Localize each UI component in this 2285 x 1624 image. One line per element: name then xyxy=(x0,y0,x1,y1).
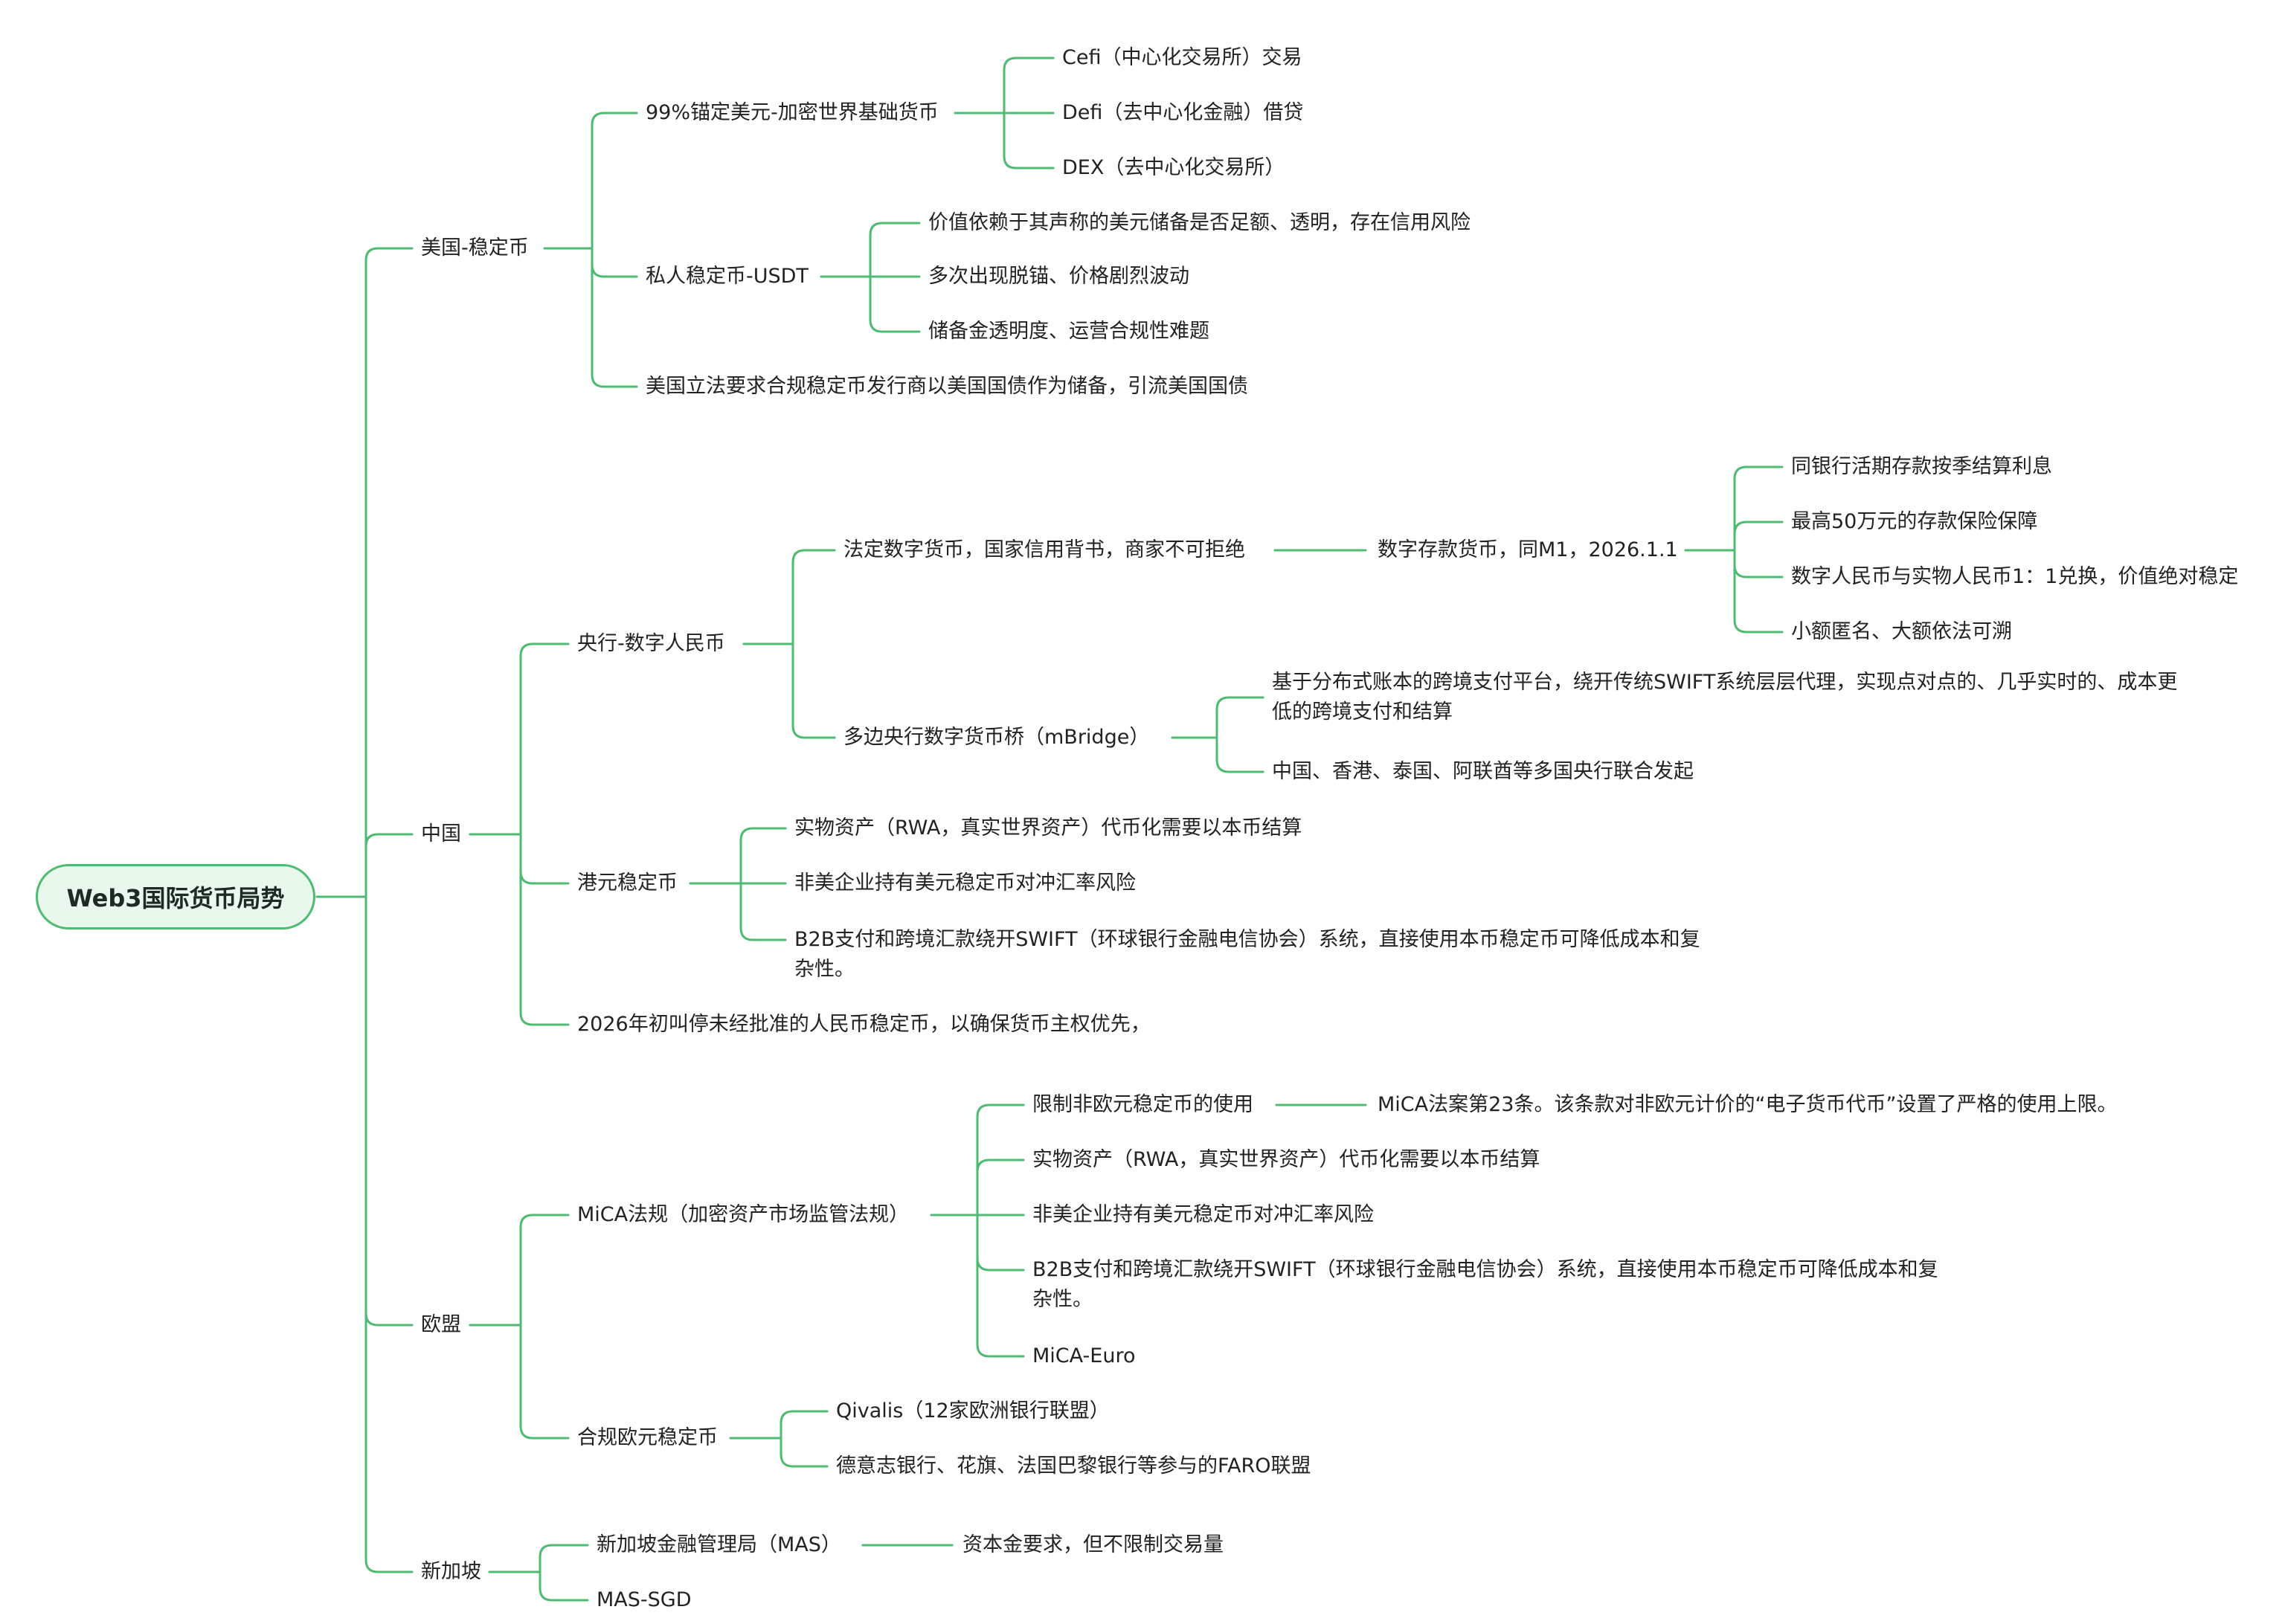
node-us-usdt-item[interactable]: 储备金透明度、运营合规性难题 xyxy=(928,320,1209,343)
connector-branch xyxy=(1733,564,1784,579)
node-us-usdt-item[interactable]: 多次出现脱锚、价格剧烈波动 xyxy=(928,265,1189,288)
node-us-usdt[interactable]: 私人稳定币-USDT xyxy=(646,265,809,288)
connector-branch xyxy=(791,549,836,564)
node-sg-sgd[interactable]: MAS-SGD xyxy=(597,1588,692,1611)
node-eu-mica[interactable]: MiCA法规（加密资产市场监管法规） xyxy=(577,1203,910,1226)
node-cn-hkd[interactable]: 港元稳定币 xyxy=(577,871,678,895)
node-cn-hkd-item[interactable]: 实物资产（RWA，真实世界资产）代币化需要以本币结算 xyxy=(794,816,1302,840)
connector-branch xyxy=(869,318,921,333)
connector-branch xyxy=(519,1425,570,1440)
node-eu[interactable]: 欧盟 xyxy=(421,1313,461,1336)
node-eu-euro[interactable]: 合规欧元稳定币 xyxy=(577,1426,718,1449)
node-sg-mas-detail[interactable]: 资本金要求，但不限制交易量 xyxy=(962,1533,1224,1556)
connector-branch xyxy=(364,1312,414,1327)
connector-branch xyxy=(791,724,836,739)
node-cn-deposit-item[interactable]: 小额匿名、大额依法可溯 xyxy=(1791,620,2012,643)
connector-branch xyxy=(976,1159,1025,1173)
connector-branch xyxy=(1733,465,1784,480)
node-us-anchor-item[interactable]: DEX（去中心化交易所） xyxy=(1062,156,1285,179)
connector-branch xyxy=(519,1214,570,1228)
connector-branch xyxy=(976,1103,1025,1118)
node-cn-mbridge-item[interactable]: 基于分布式账本的跨境支付平台，绕开传统SWIFT系统层层代理，实现点对点的、几乎… xyxy=(1272,671,2178,724)
connector-branch xyxy=(1003,155,1055,170)
connector-branch xyxy=(539,1544,589,1559)
connector-branch xyxy=(739,827,787,842)
node-cn-mbridge[interactable]: 多边央行数字货币桥（mBridge） xyxy=(843,726,1150,749)
node-cn-deposit-item[interactable]: 最高50万元的存款保险保障 xyxy=(1791,510,2038,533)
node-us-anchor-item[interactable]: Defi（去中心化金融）借贷 xyxy=(1062,101,1304,124)
node-eu-mica-item[interactable]: B2B支付和跨境汇款绕开SWIFT（环球银行金融电信协会）系统，直接使用本币稳定… xyxy=(1032,1258,1938,1311)
connector-branch xyxy=(364,1559,414,1573)
node-singapore[interactable]: 新加坡 xyxy=(421,1560,481,1583)
node-us[interactable]: 美国-稳定币 xyxy=(421,236,529,260)
node-cn-deposit-item[interactable]: 数字人民币与实物人民币1：1兑换，价值绝对稳定 xyxy=(1791,565,2239,588)
node-china[interactable]: 中国 xyxy=(421,822,461,845)
node-us-anchor-item[interactable]: Cefi（中心化交易所）交易 xyxy=(1062,46,1302,69)
connector-branch xyxy=(780,1410,829,1425)
connector-branch xyxy=(539,1587,589,1602)
node-us-usdt-item[interactable]: 价值依赖于其声称的美元储备是否足额、透明，存在信用风险 xyxy=(928,211,1471,234)
connector-branch xyxy=(739,927,787,941)
node-eu-mica-limit[interactable]: 限制非欧元稳定币的使用 xyxy=(1032,1093,1253,1116)
node-cn-deposit-item[interactable]: 同银行活期存款按季结算利息 xyxy=(1791,455,2052,478)
node-cn-deposit[interactable]: 数字存款货币，同M1，2026.1.1 xyxy=(1378,538,1678,561)
node-cn-ecny[interactable]: 央行-数字人民币 xyxy=(577,632,725,655)
node-cn-hkd-item[interactable]: B2B支付和跨境汇款绕开SWIFT（环球银行金融电信协会）系统，直接使用本币稳定… xyxy=(794,928,1700,981)
connector-branch xyxy=(1003,57,1055,71)
node-cn-legal[interactable]: 法定数字货币，国家信用背书，商家不可拒绝 xyxy=(843,538,1245,561)
root-node[interactable]: Web3国际货币局势 xyxy=(36,864,315,929)
connector-branch xyxy=(519,1011,570,1026)
node-eu-mica-item[interactable]: 实物资产（RWA，真实世界资产）代币化需要以本币结算 xyxy=(1032,1148,1540,1171)
node-eu-mica-item[interactable]: 非美企业持有美元稳定币对冲汇率风险 xyxy=(1032,1203,1374,1226)
node-us-anchor[interactable]: 99%锚定美元-加密世界基础货币 xyxy=(646,101,939,124)
connector-branch xyxy=(591,373,638,388)
connector-branch xyxy=(1733,619,1784,634)
connector-branch xyxy=(976,1343,1025,1358)
connector-branch xyxy=(591,263,638,278)
connector-branch xyxy=(869,222,921,236)
connector-branch xyxy=(364,833,414,848)
connector-branch xyxy=(1733,521,1784,535)
node-us-law[interactable]: 美国立法要求合规稳定币发行商以美国国债作为储备，引流美国国债 xyxy=(646,375,1248,398)
connector-branch xyxy=(364,247,414,262)
connector-branch xyxy=(780,1453,829,1468)
connector-branch xyxy=(519,870,570,885)
connector-branch xyxy=(1215,696,1264,711)
connector-branch xyxy=(976,1257,1025,1272)
connector-branch xyxy=(1215,758,1264,773)
node-eu-euro-item[interactable]: 德意志银行、花旗、法国巴黎银行等参与的FARO联盟 xyxy=(836,1454,1311,1478)
node-eu-euro-item[interactable]: Qivalis（12家欧洲银行联盟） xyxy=(836,1399,1110,1422)
connector-branch xyxy=(591,112,638,126)
node-cn-mbridge-item[interactable]: 中国、香港、泰国、阿联酋等多国央行联合发起 xyxy=(1272,760,1694,783)
node-cn-ban[interactable]: 2026年初叫停未经批准的人民币稳定币，以确保货币主权优先， xyxy=(577,1013,1151,1036)
connector-branch xyxy=(519,642,570,657)
node-eu-mica-limit-detail[interactable]: MiCA法案第23条。该条款对非欧元计价的“电子货币代币”设置了严格的使用上限。 xyxy=(1378,1093,2118,1116)
node-sg-mas[interactable]: 新加坡金融管理局（MAS） xyxy=(597,1533,841,1556)
node-cn-hkd-item[interactable]: 非美企业持有美元稳定币对冲汇率风险 xyxy=(794,871,1136,895)
node-eu-mica-item[interactable]: MiCA-Euro xyxy=(1032,1344,1136,1367)
